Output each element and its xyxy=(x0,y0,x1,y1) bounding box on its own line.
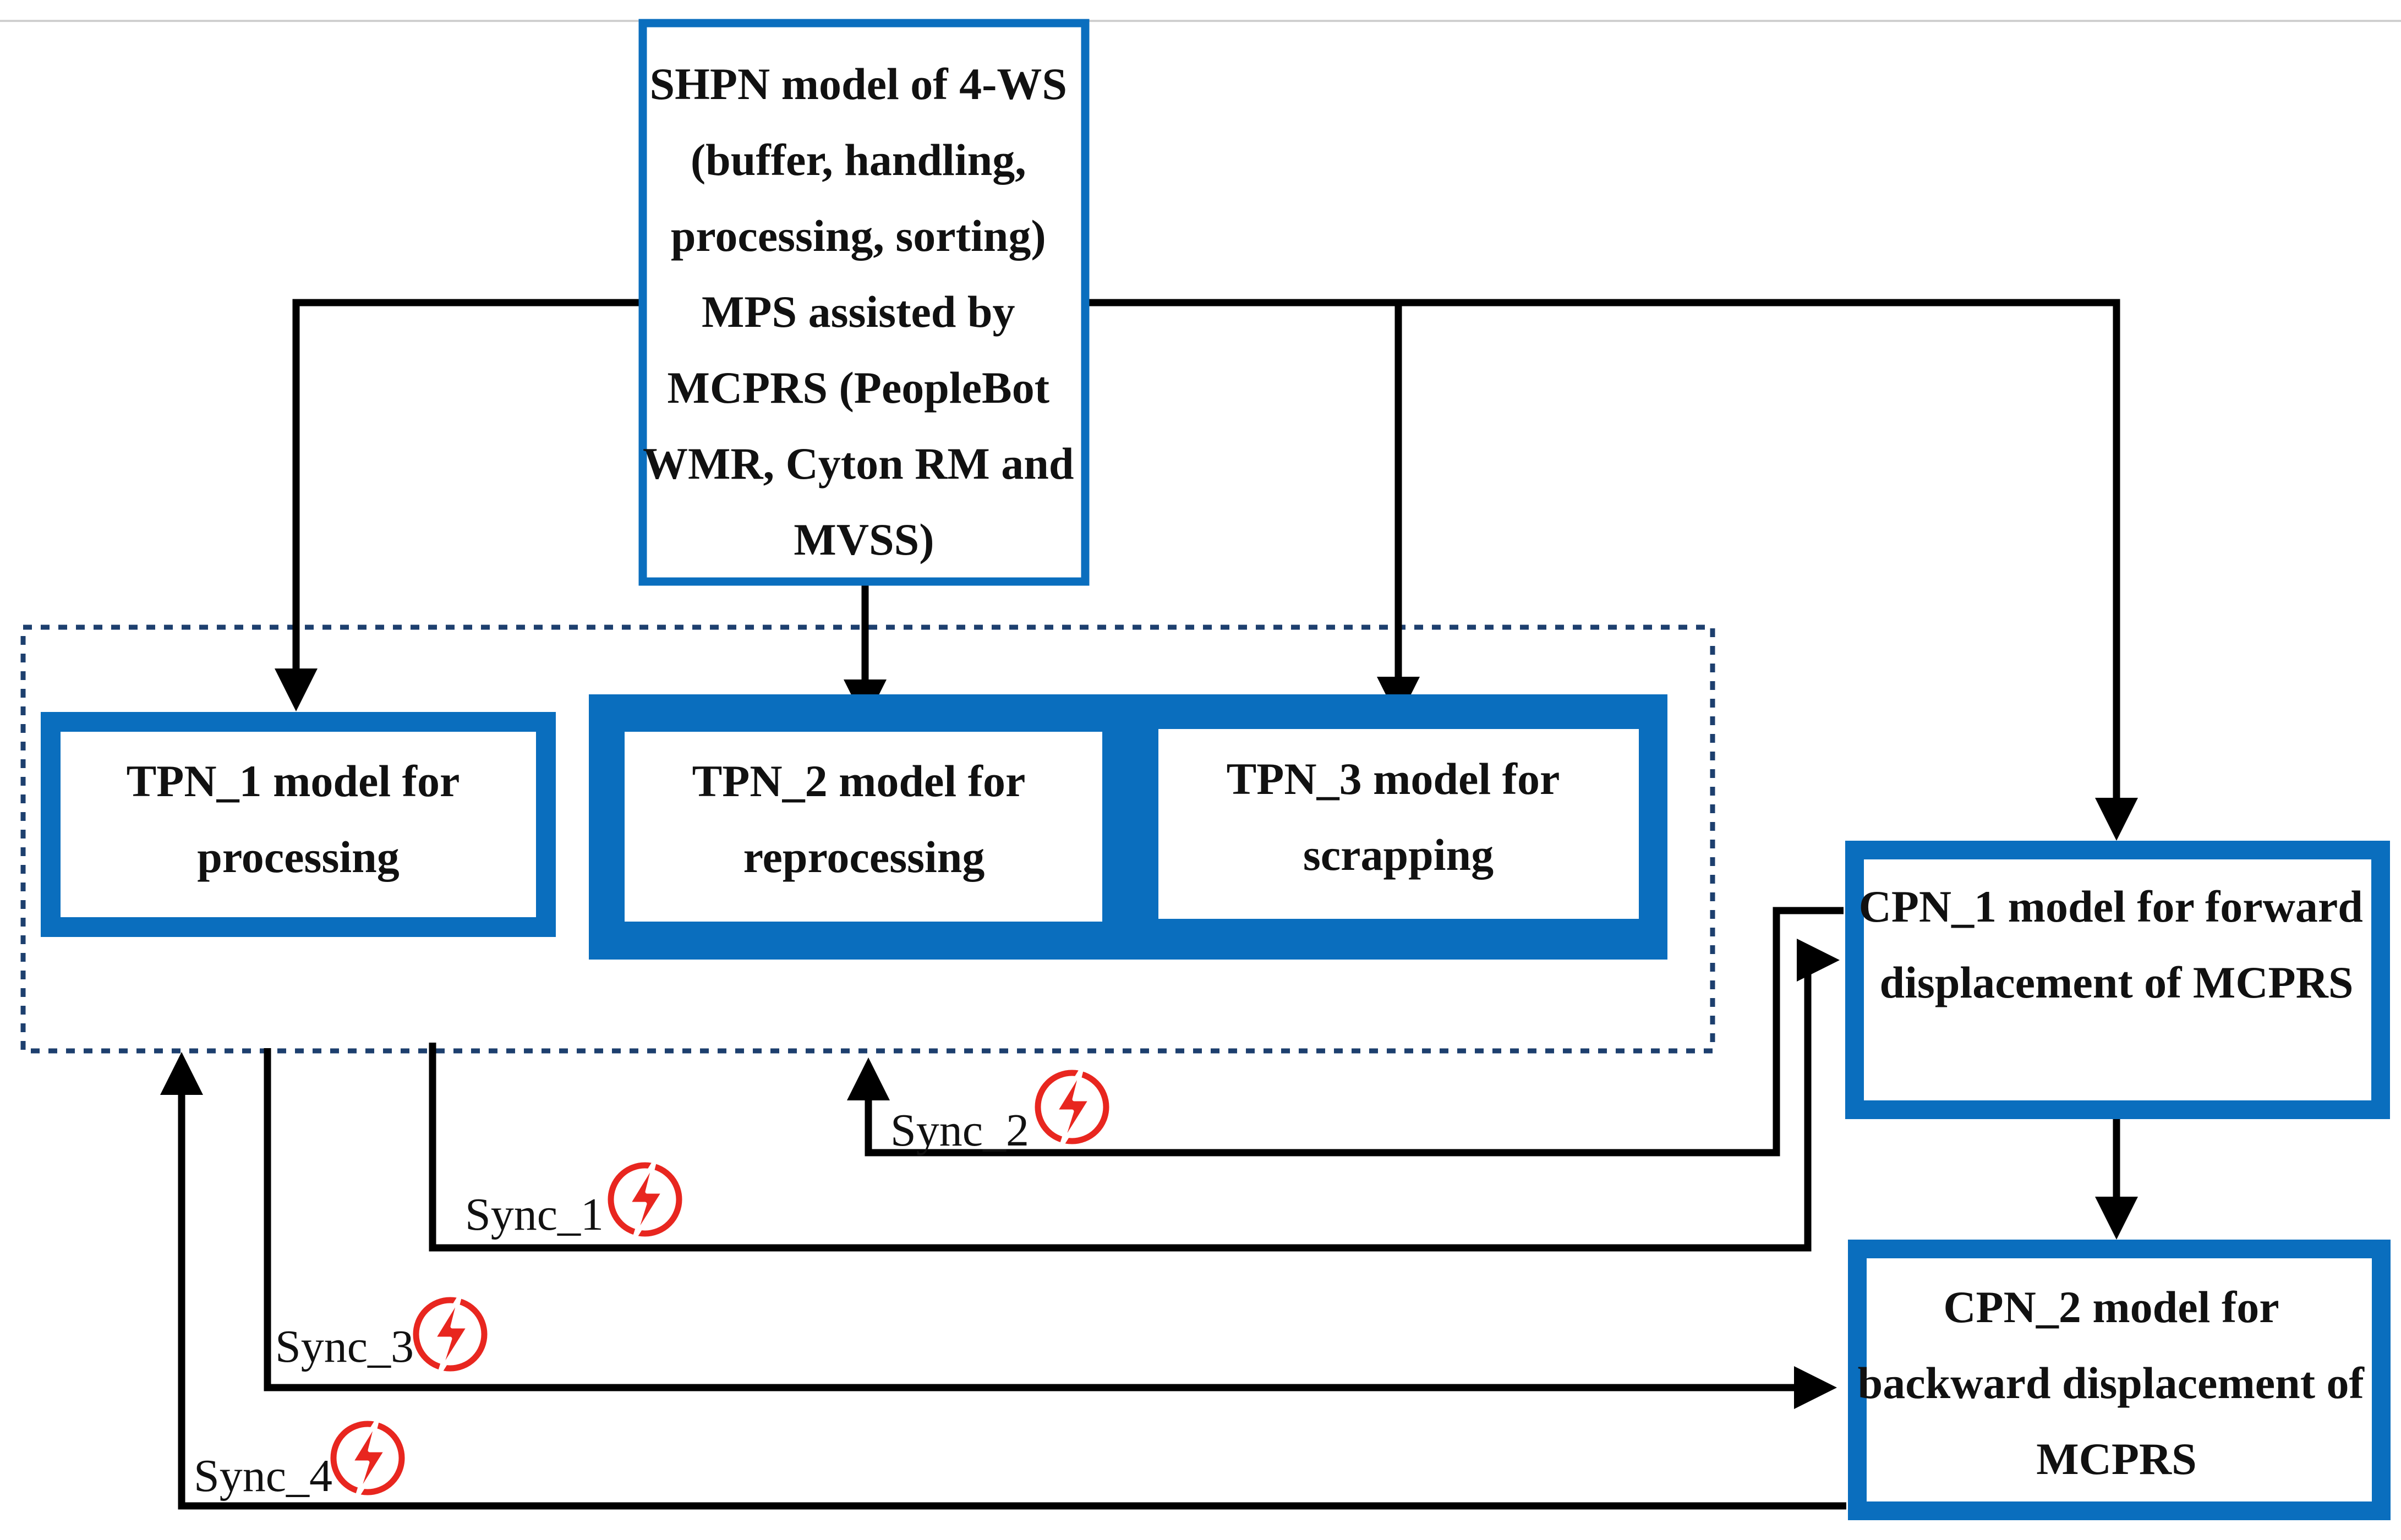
shpn-line-3: processing, sorting) xyxy=(671,211,1046,261)
tpn1-box xyxy=(41,712,556,937)
shpn-text: SHPN model of 4-WS (buffer, handling, pr… xyxy=(643,59,1085,565)
shpn-line-1: SHPN model of 4-WS xyxy=(650,59,1068,109)
cpn1-line-1: CPN_1 model for forward xyxy=(1859,881,2363,931)
shpn-line-4: MPS assisted by xyxy=(702,287,1015,337)
shpn-line-5: MCPRS (PeopleBot xyxy=(667,363,1049,413)
sync3-label: Sync_3 xyxy=(275,1321,414,1372)
tpn1-line-1: TPN_1 model for xyxy=(127,756,459,806)
shpn-line-6: WMR, Cyton RM and xyxy=(643,439,1074,489)
cpn2-text: CPN_2 model for backward displacement of… xyxy=(1858,1282,2376,1484)
tpn2-line-1: TPN_2 model for xyxy=(692,756,1025,806)
tpn3-text: TPN_3 model for scrapping xyxy=(1227,754,1571,880)
sync4-lightning-icon xyxy=(333,1420,402,1498)
sync4-label: Sync_4 xyxy=(194,1450,332,1501)
sync2-lightning-icon xyxy=(1038,1068,1106,1147)
cpn1-text: CPN_1 model for forward displacement of … xyxy=(1859,881,2375,1007)
cpn2-line-1: CPN_2 model for xyxy=(1943,1282,2278,1332)
arrow-sync4 xyxy=(160,1052,1846,1510)
tpn3-line-1: TPN_3 model for xyxy=(1227,754,1559,804)
shpn-line-7: MVSS) xyxy=(794,514,934,565)
shpn-line-2: (buffer, handling, xyxy=(691,135,1026,185)
tpn1-text: TPN_1 model for processing xyxy=(127,756,471,882)
tpn3-line-2: scrapping xyxy=(1303,830,1494,880)
tpn3-box xyxy=(1158,729,1639,919)
cpn2-box xyxy=(1848,1240,2391,1520)
cpn2-line-2: backward displacement of xyxy=(1858,1358,2365,1408)
sync2-label: Sync_2 xyxy=(890,1105,1029,1156)
tpn2-box xyxy=(625,732,1102,922)
cpn2-line-3: MCPRS xyxy=(2036,1434,2197,1484)
sync1-lightning-icon xyxy=(611,1161,679,1239)
tpn2-line-2: reprocessing xyxy=(743,832,985,882)
sync1-label: Sync_1 xyxy=(465,1189,604,1240)
arrow-sync3 xyxy=(264,1048,1837,1409)
cpn1-box xyxy=(1845,841,2390,1119)
tpn2-text: TPN_2 model for reprocessing xyxy=(692,756,1036,882)
tpn1-line-2: processing xyxy=(197,832,400,882)
arrow-shpn-to-cpn1 xyxy=(1087,299,2138,841)
arrow-sync2 xyxy=(847,907,1844,1157)
sync3-lightning-icon xyxy=(416,1296,484,1374)
arrow-shpn-to-tpn1 xyxy=(275,299,643,711)
cpn1-line-2: displacement of MCPRS xyxy=(1880,957,2354,1007)
shpn-box xyxy=(638,19,1090,586)
arrow-sync1 xyxy=(429,939,1840,1252)
